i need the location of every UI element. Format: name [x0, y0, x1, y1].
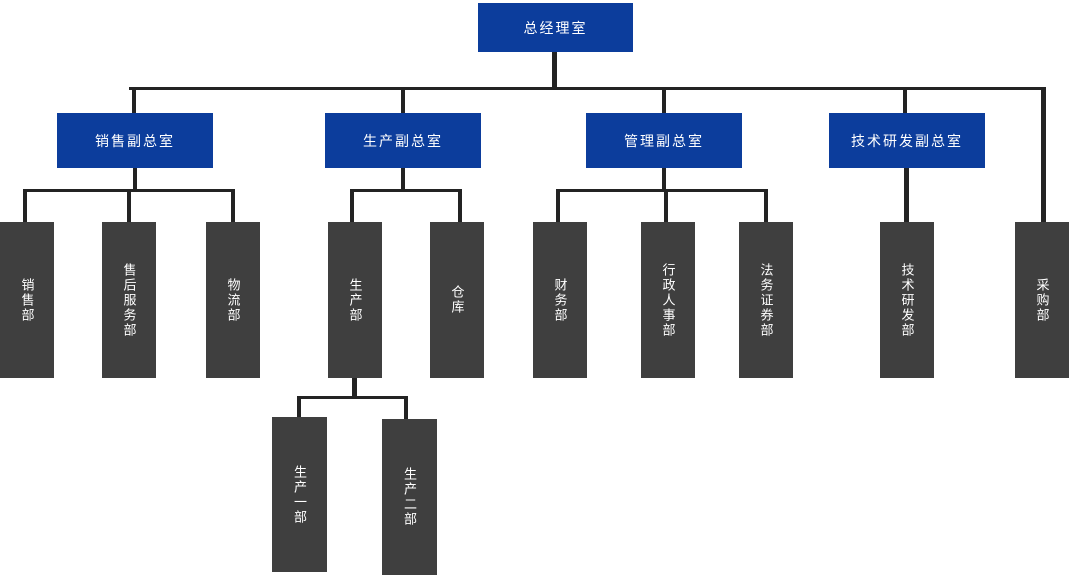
connector-drop-production-1: [297, 396, 301, 417]
connector-sales-stub: [133, 168, 137, 190]
connector-drop-finance-dept: [556, 189, 560, 222]
org-node-purchasing-dept: 采购部: [1015, 222, 1069, 378]
connector-root-stub: [552, 52, 557, 88]
connector-drop-legal-dept: [764, 189, 768, 222]
connector-drop-production-2: [404, 396, 408, 419]
connector-management-stub: [662, 168, 666, 190]
org-node-general-manager-office: 总经理室: [478, 3, 633, 52]
connector-drop-logistics-dept: [231, 189, 235, 222]
connector-drop-hr-dept: [664, 189, 668, 222]
connector-subproduction-horizontal: [297, 396, 408, 399]
org-node-sales-vp-office: 销售副总室: [57, 113, 213, 168]
connector-drop-warehouse: [458, 189, 462, 222]
connector-tech-vertical: [904, 168, 909, 222]
connector-drop-purchasing: [1041, 88, 1046, 222]
org-node-sales-dept: 销售部: [0, 222, 54, 378]
connector-drop-production-vp: [401, 88, 405, 113]
org-node-logistics-dept: 物流部: [206, 222, 260, 378]
connector-main-horizontal: [129, 87, 1046, 90]
org-node-production-dept-1: 生产一部: [272, 417, 327, 572]
org-node-finance-dept: 财务部: [533, 222, 587, 378]
org-node-tech-rd-dept: 技术研发部: [880, 222, 934, 378]
connector-management-horizontal: [556, 189, 768, 192]
connector-production-stub: [401, 168, 405, 190]
org-node-admin-hr-dept: 行政人事部: [641, 222, 695, 378]
connector-production-horizontal: [350, 189, 462, 192]
org-node-production-vp-office: 生产副总室: [325, 113, 481, 168]
connector-drop-sales-vp: [132, 88, 136, 113]
org-node-tech-rd-vp-office: 技术研发副总室: [829, 113, 985, 168]
org-node-production-dept: 生产部: [328, 222, 382, 378]
org-node-warehouse: 仓库: [430, 222, 484, 378]
org-node-legal-securities-dept: 法务证券部: [739, 222, 793, 378]
connector-drop-aftersales-dept: [127, 189, 131, 222]
org-node-production-dept-2: 生产二部: [382, 419, 437, 575]
connector-drop-tech-vp: [903, 88, 907, 113]
connector-drop-sales-dept: [23, 189, 27, 222]
connector-drop-production-dept: [350, 189, 354, 222]
org-node-management-vp-office: 管理副总室: [586, 113, 742, 168]
connector-production-dept-stub: [352, 378, 357, 398]
connector-drop-management-vp: [662, 88, 666, 113]
org-node-aftersales-service-dept: 售后服务部: [102, 222, 156, 378]
